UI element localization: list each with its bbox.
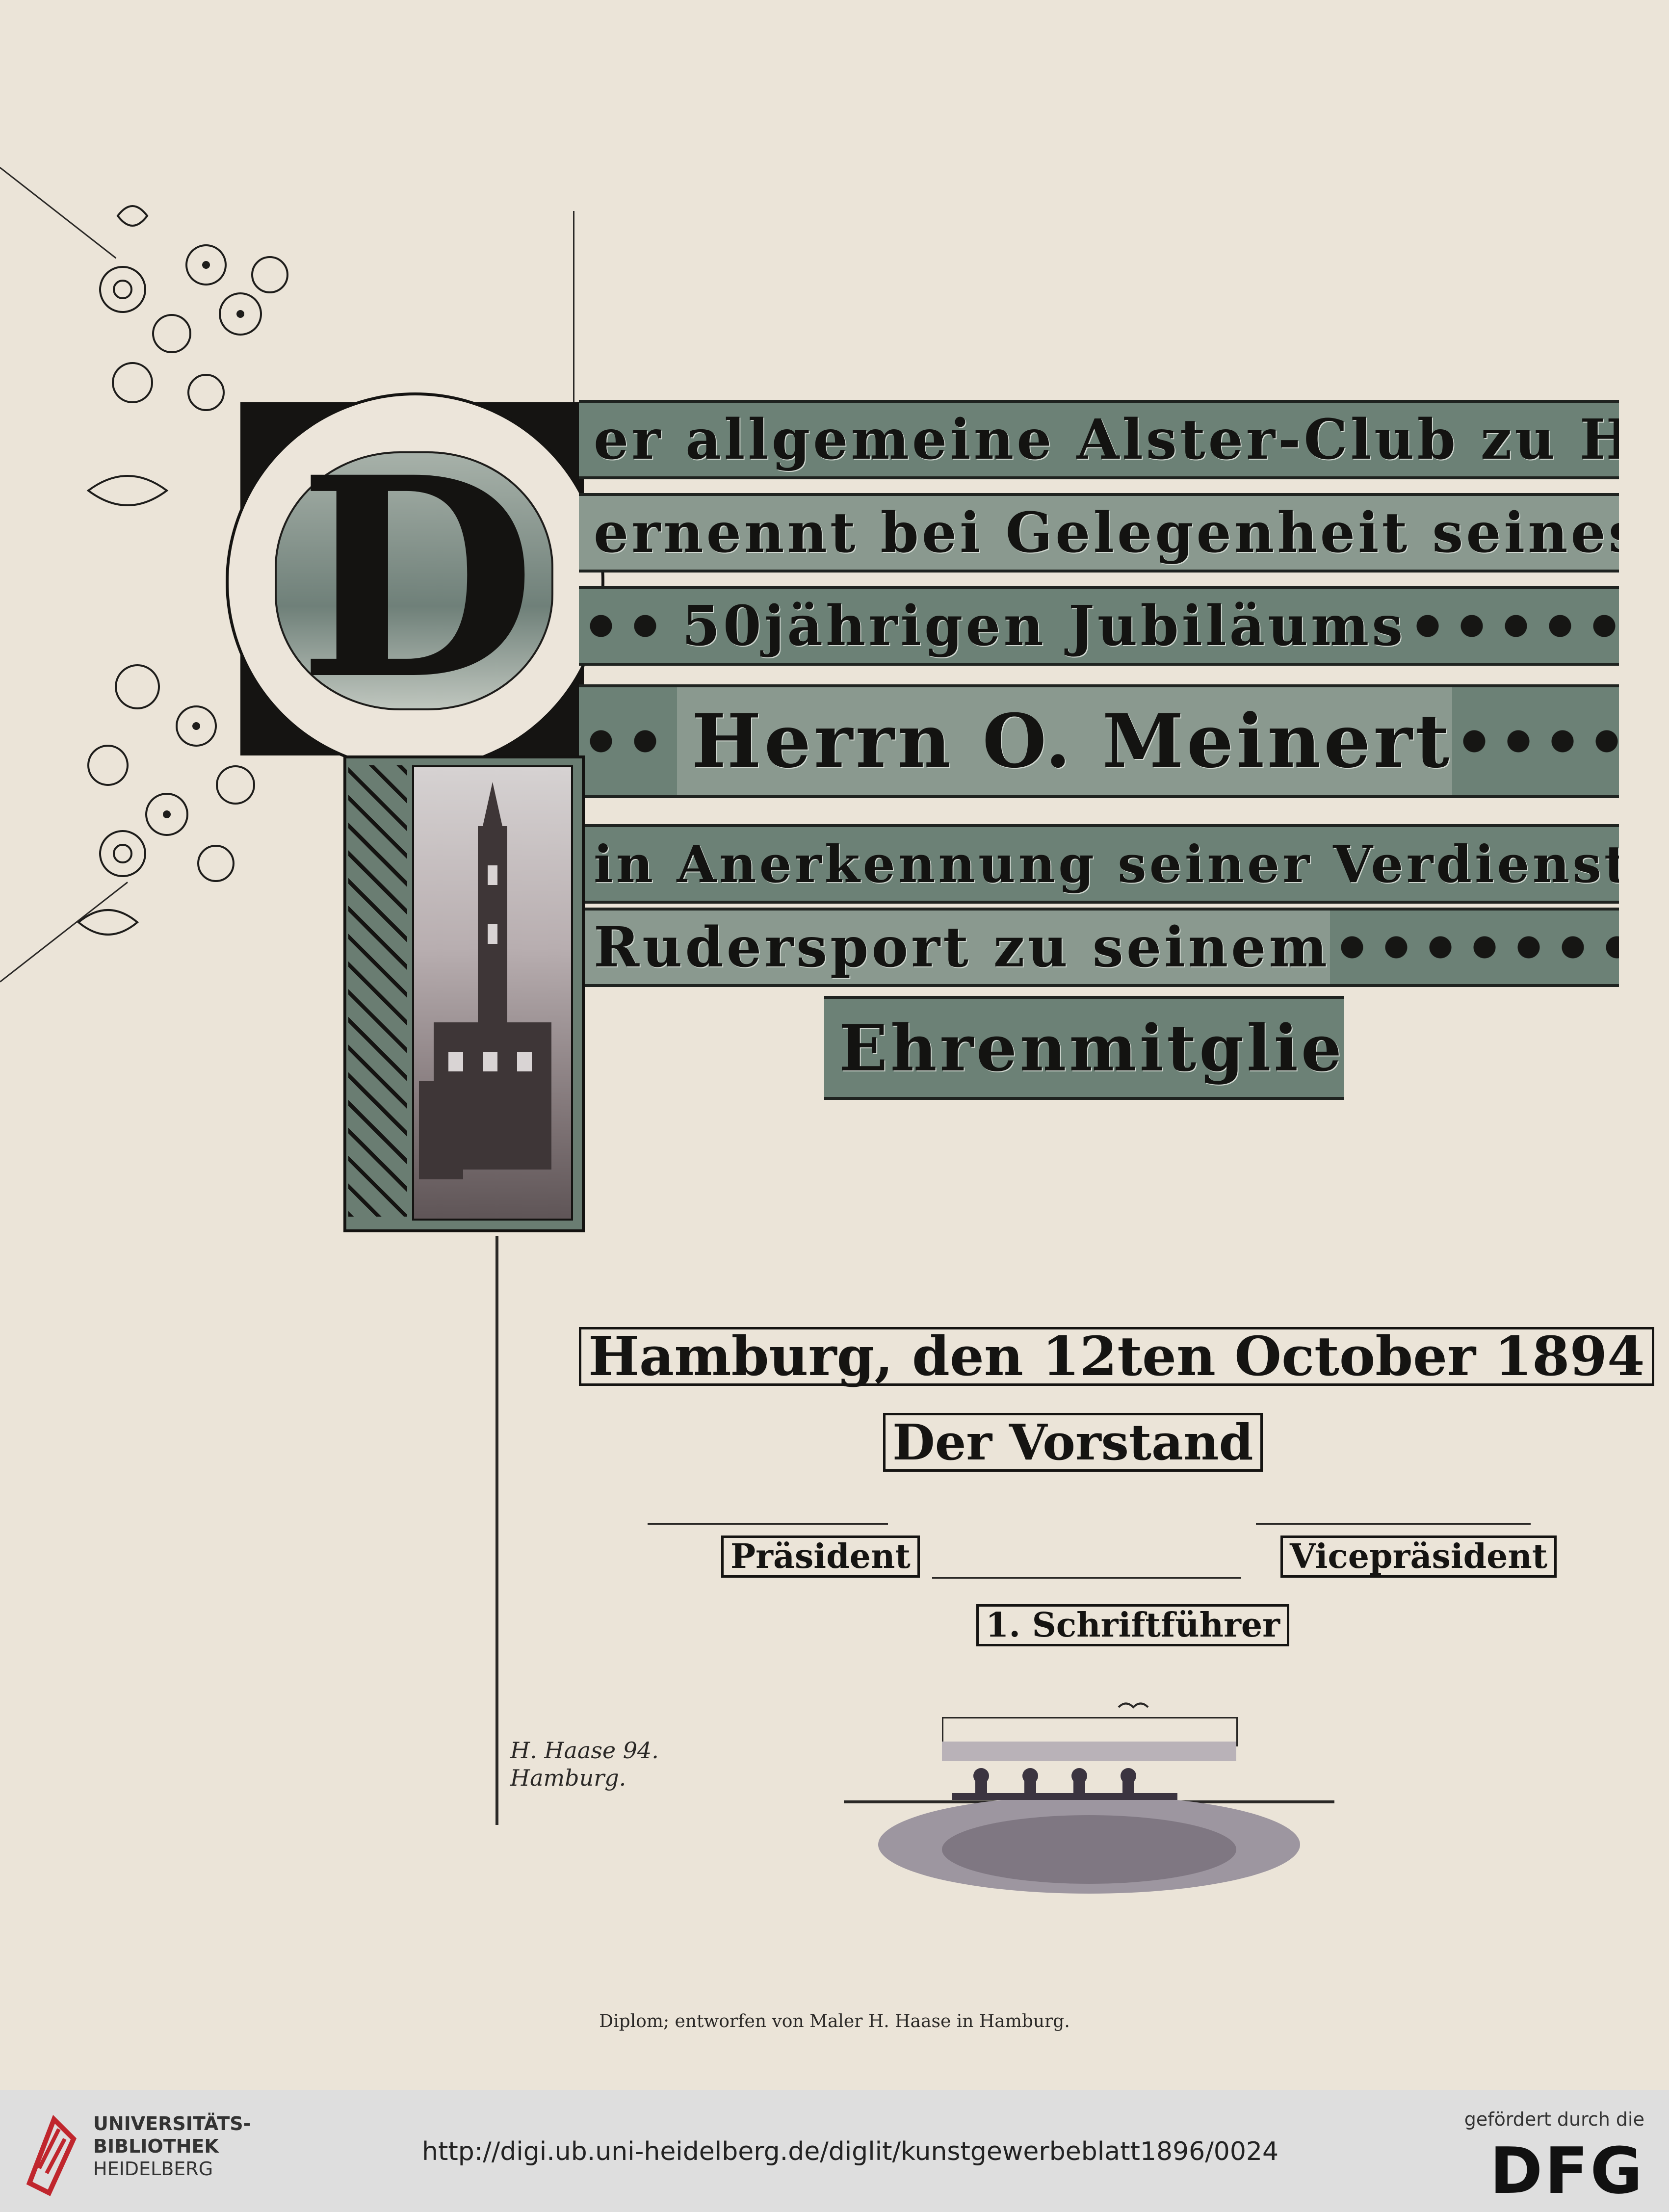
signature-line-vice-president [1256,1523,1531,1525]
artist-signature-line-1: H. Haase 94. [510,1737,659,1764]
text-band-5: in Anerkennung seiner Verdienste um den [579,824,1619,904]
signature-line-president [648,1523,888,1525]
university-name-line-2: BIBLIOTHEK [93,2135,219,2157]
viewer-footer: UNIVERSITÄTS- BIBLIOTHEK HEIDELBERG http… [0,2090,1669,2212]
band-ornament [579,687,677,795]
date-line: Hamburg, den 12ten October 1894 [579,1325,1654,1393]
text-band-2: ernennt bei Gelegenheit seines [579,493,1619,573]
text-band-7: Ehrenmitgliede [824,996,1344,1100]
certificate-line-3: 50jährigen Jubiläums [682,594,1406,658]
church-tower-vignette [412,765,573,1221]
board-text: Der Vorstand [883,1413,1263,1472]
initial-letter: D [298,417,536,740]
text-band-4: Herrn O. Meinert [579,684,1619,798]
artist-signature-line-2: Hamburg. [510,1765,626,1791]
scanned-page: D er allgemeine Alster-Club zu Hamburg e… [0,167,1654,2031]
board-heading: Der Vorstand [883,1413,1276,1472]
president-label: Präsident [721,1535,920,1578]
certificate-line-1: er allgemeine Alster-Club zu Hamburg [594,407,1619,472]
permalink-url[interactable]: http://digi.ub.uni-heidelberg.de/diglit/… [422,2137,1279,2166]
signature-line-secretary [932,1577,1241,1579]
lattice-ornament [348,765,407,1217]
artist-signature: H. Haase 94. Hamburg. [510,1737,667,1796]
flourish-stem [495,1236,498,1825]
image-caption: Diplom; entworfen von Maler H. Haase in … [599,2011,1070,2031]
band-ornament [1452,687,1619,795]
text-band-6: Rudersport zu seinem [579,908,1619,987]
certificate-line-5: in Anerkennung seiner Verdienste um den [594,833,1619,894]
tower-silhouette [419,782,551,1179]
certificate-line-7: Ehrenmitgliede [839,1010,1344,1086]
text-band-1: er allgemeine Alster-Club zu Hamburg [579,400,1619,479]
band-ornament [1330,911,1619,984]
funded-by-label: gefördert durch die [1464,2108,1644,2130]
band-ornament [1406,589,1619,663]
text-band-3: 50jährigen Jubiläums [579,586,1619,666]
dfg-logo[interactable]: DFG [1489,2134,1644,2208]
secretary-label: 1. Schriftführer [976,1604,1289,1646]
vice-president-label: Vicepräsident [1280,1535,1557,1578]
floral-ornament [77,205,288,936]
university-logo-icon[interactable] [20,2109,83,2198]
university-name-line-3: HEIDELBERG [93,2158,213,2180]
decorative-line [573,211,574,407]
date-text: Hamburg, den 12ten October 1894 [579,1327,1654,1386]
certificate-line-4: Herrn O. Meinert [692,698,1453,784]
band-ornament [579,589,667,663]
university-name-line-1: UNIVERSITÄTS- [93,2113,251,2134]
swan-lake-vignette [275,451,553,710]
certificate-line-2: ernennt bei Gelegenheit seines [594,500,1619,565]
certificate-line-6: Rudersport zu seinem [594,915,1330,980]
university-name[interactable]: UNIVERSITÄTS- BIBLIOTHEK HEIDELBERG [93,2112,251,2180]
rowing-vignette [844,1702,1334,1894]
